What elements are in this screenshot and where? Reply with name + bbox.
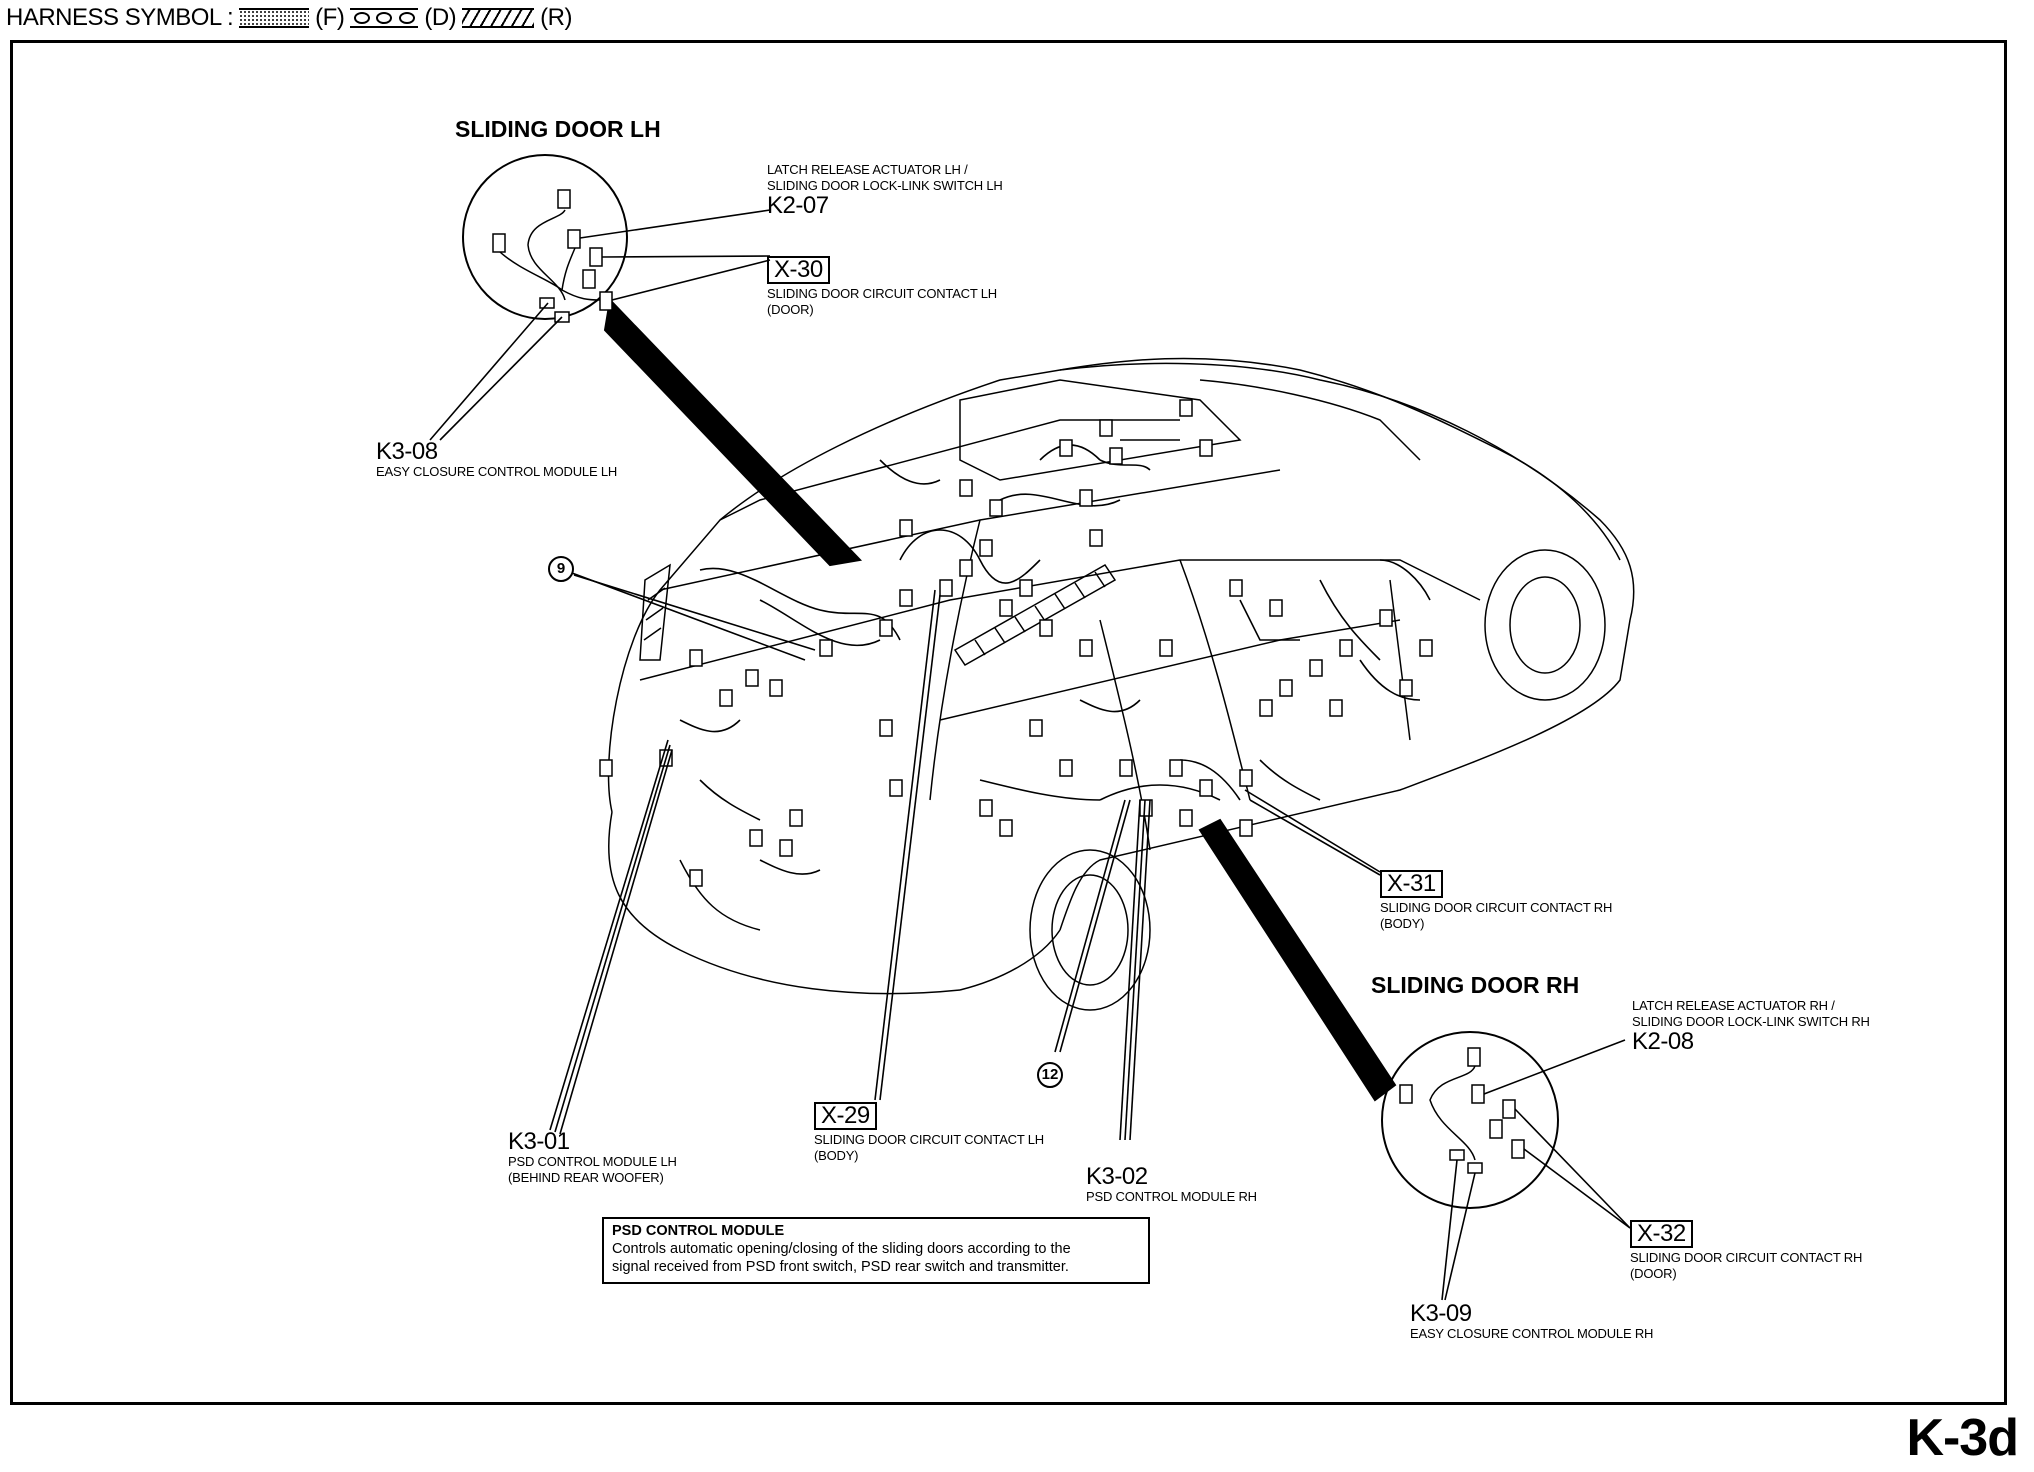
label-x-29-desc1: SLIDING DOOR CIRCUIT CONTACT LH [814, 1132, 1044, 1147]
label-x-29: X-29 SLIDING DOOR CIRCUIT CONTACT LH (BO… [814, 1102, 1044, 1164]
psd-control-module-note: PSD CONTROL MODULE Controls automatic op… [602, 1217, 1150, 1284]
detail-circle-rh [1198, 818, 1559, 1209]
harness-symbol-legend: HARNESS SYMBOL : (F) (D) (R) [6, 4, 572, 32]
label-k2-07-desc1: LATCH RELEASE ACTUATOR LH / [767, 162, 968, 177]
label-k2-08-desc1: LATCH RELEASE ACTUATOR RH / [1632, 998, 1835, 1013]
label-k3-09-code: K3-09 [1410, 1300, 1472, 1327]
label-k3-08-desc1: EASY CLOSURE CONTROL MODULE LH [376, 464, 618, 479]
harness-circles-band-icon [350, 8, 419, 28]
leader-lines [429, 209, 1631, 1301]
label-k2-08-code: K2-08 [1632, 1028, 1694, 1055]
label-x-29-code: X-29 [814, 1102, 877, 1130]
detail-circle-rh-contents [1399, 1047, 1525, 1174]
label-x-30-code: X-30 [767, 256, 830, 284]
label-x-32: X-32 SLIDING DOOR CIRCUIT CONTACT RH (DO… [1630, 1220, 1862, 1282]
label-k2-07-desc2: SLIDING DOOR LOCK-LINK SWITCH LH [767, 178, 1003, 193]
label-k3-01-desc1: PSD CONTROL MODULE LH [508, 1154, 677, 1169]
label-x-30-desc2: (DOOR) [767, 302, 814, 317]
harness-hatched-band-icon [462, 8, 535, 28]
label-k3-08-code: K3-08 [376, 438, 438, 465]
label-x-29-desc2: (BODY) [814, 1148, 859, 1163]
section-title-sliding-door-rh: SLIDING DOOR RH [1371, 972, 1580, 998]
wheel-rear-right [1029, 849, 1151, 1011]
note-title: PSD CONTROL MODULE [612, 1223, 785, 1239]
label-k3-02-code: K3-02 [1086, 1163, 1148, 1190]
wheel-front-right [1484, 549, 1606, 701]
harness-symbol-label: HARNESS SYMBOL : [6, 4, 234, 31]
section-title-sliding-door-lh: SLIDING DOOR LH [455, 116, 661, 142]
label-k3-09: K3-09 EASY CLOSURE CONTROL MODULE RH [1410, 1302, 1653, 1342]
harness-symbol-code-f: (F) [315, 4, 345, 31]
roof-harness-hatched [639, 563, 1117, 666]
page-tag: K-3d [1906, 1409, 2019, 1467]
label-k3-02: K3-02 PSD CONTROL MODULE RH [1086, 1165, 1257, 1205]
detail-circle-lh [462, 154, 863, 567]
label-x-30: X-30 SLIDING DOOR CIRCUIT CONTACT LH (DO… [767, 256, 997, 318]
label-x-30-desc1: SLIDING DOOR CIRCUIT CONTACT LH [767, 286, 997, 301]
label-k2-07: LATCH RELEASE ACTUATOR LH / SLIDING DOOR… [767, 162, 1003, 218]
label-k2-07-code: K2-07 [767, 192, 829, 219]
label-x-32-desc2: (DOOR) [1630, 1266, 1677, 1281]
label-k3-01-code: K3-01 [508, 1128, 570, 1155]
label-k3-01-desc2: (BEHIND REAR WOOFER) [508, 1170, 664, 1185]
vehicle-body-outline [607, 357, 1635, 995]
label-x-31-code: X-31 [1380, 870, 1443, 898]
label-k2-08-desc2: SLIDING DOOR LOCK-LINK SWITCH RH [1632, 1014, 1870, 1029]
label-k3-01: K3-01 PSD CONTROL MODULE LH (BEHIND REAR… [508, 1130, 677, 1186]
label-k3-09-desc1: EASY CLOSURE CONTROL MODULE RH [1410, 1326, 1654, 1341]
label-x-31-desc2: (BODY) [1380, 916, 1425, 931]
label-k3-02-desc1: PSD CONTROL MODULE RH [1086, 1189, 1257, 1204]
label-x-32-desc1: SLIDING DOOR CIRCUIT CONTACT RH [1630, 1250, 1863, 1265]
diagram-frame [10, 40, 2007, 1405]
label-x-31: X-31 SLIDING DOOR CIRCUIT CONTACT RH (BO… [1380, 870, 1612, 932]
label-x-32-code: X-32 [1630, 1220, 1693, 1248]
label-k3-08: K3-08 EASY CLOSURE CONTROL MODULE LH [376, 440, 617, 480]
label-k2-08: LATCH RELEASE ACTUATOR RH / SLIDING DOOR… [1632, 998, 1870, 1054]
connectors-on-body [599, 399, 1433, 887]
harness-dotted-band-icon [239, 8, 310, 28]
callout-number-12: 12 [1037, 1062, 1063, 1088]
harness-symbol-code-d: (D) [424, 4, 457, 31]
callout-number-9: 9 [548, 556, 574, 582]
harness-symbol-code-r: (R) [540, 4, 572, 31]
label-x-31-desc1: SLIDING DOOR CIRCUIT CONTACT RH [1380, 900, 1613, 915]
note-line-1: Controls automatic opening/closing of th… [612, 1241, 1071, 1257]
note-line-2: signal received from PSD front switch, P… [612, 1259, 1069, 1275]
